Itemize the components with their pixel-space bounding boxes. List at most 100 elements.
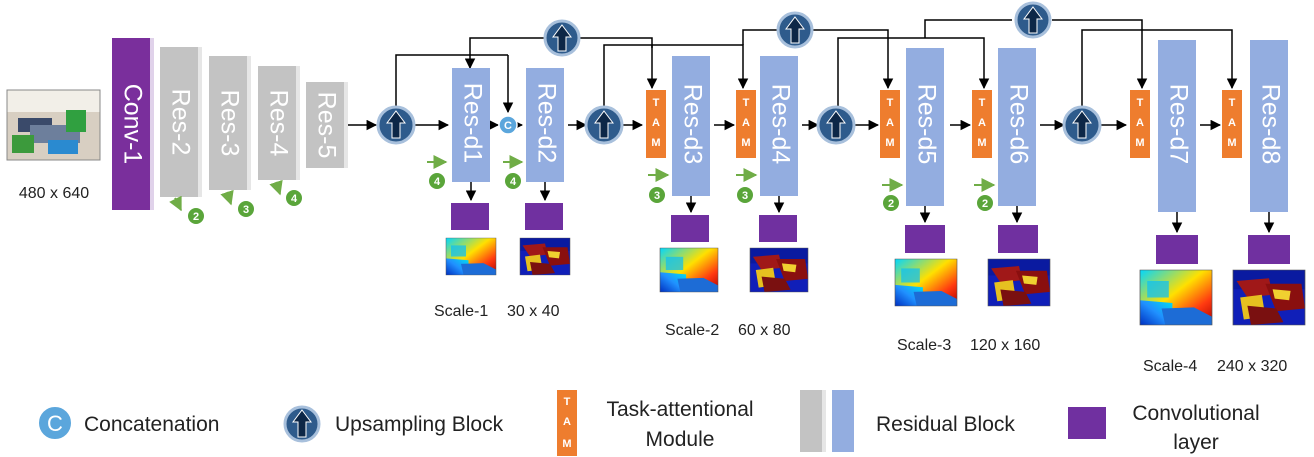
encoder-skip-3: 3 — [220, 189, 254, 217]
upsampling-block-1 — [376, 105, 416, 145]
scale-2-size: 60 x 80 — [738, 322, 791, 339]
encoder-res3-block — [209, 56, 247, 190]
decoder-res-d3-label: Res-d3 — [678, 84, 706, 165]
scale-4-size: 240 x 320 — [1217, 358, 1287, 375]
decoder-res-d5-label: Res-d5 — [912, 84, 940, 165]
depth-output-thumb — [659, 247, 719, 293]
legend-residual-icon — [800, 390, 854, 452]
svg-text:T: T — [979, 97, 986, 109]
scale-2-label: Scale-2 — [665, 322, 719, 339]
skip-badge — [286, 190, 302, 206]
decoder-res-d4: Res-d4 — [760, 56, 798, 196]
svg-text:3: 3 — [243, 204, 249, 216]
tam-module-2: T A M — [736, 90, 756, 158]
input-size-label: 480 x 640 — [19, 185, 89, 202]
svg-text:A: A — [742, 117, 750, 129]
concatenation-node: C — [498, 115, 518, 135]
upsampling-block-3 — [816, 105, 856, 145]
conv-layer — [451, 203, 489, 230]
legend-tam-label-line1: Task-attentional — [606, 398, 753, 421]
legend-upsampling-label: Upsampling Block — [335, 413, 504, 436]
conv1-block — [112, 38, 150, 210]
segmentation-output-thumb — [987, 258, 1051, 307]
tam-module-6: T A M — [1222, 90, 1242, 158]
svg-text:3: 3 — [742, 190, 748, 202]
svg-text:T: T — [1229, 97, 1236, 109]
upsampling-block-top-2 — [776, 11, 814, 49]
decoder-skip-d6: 2 — [974, 178, 996, 211]
legend-conv-label-line2: layer — [1173, 431, 1219, 454]
svg-text:T: T — [564, 396, 571, 408]
decoder-res-d6: Res-d6 — [998, 48, 1036, 206]
encoder-skip-2: 2 — [169, 195, 204, 224]
decoder-skip-d4: 3 — [736, 168, 758, 203]
svg-text:C: C — [47, 411, 63, 436]
svg-text:T: T — [653, 97, 660, 109]
legend-concatenation-label: Concatenation — [84, 413, 219, 436]
conv-layer — [759, 215, 797, 242]
legend-tam-icon: T A M — [557, 390, 577, 456]
depth-output-thumb — [894, 258, 958, 307]
decoder-res-d4-label: Res-d4 — [766, 84, 794, 165]
svg-text:A: A — [1228, 117, 1236, 129]
decoder-res-d1-label: Res-d1 — [458, 83, 486, 164]
encoder-res4-block — [258, 66, 296, 180]
svg-text:C: C — [504, 120, 512, 132]
svg-text:A: A — [886, 117, 894, 129]
legend-conv-layer-icon — [1068, 407, 1106, 439]
depth-output-thumb — [445, 237, 497, 276]
decoder-res-d8-label: Res-d8 — [1256, 84, 1284, 165]
upsampling-block-2 — [584, 105, 624, 145]
conv1-label: Conv-1 — [118, 84, 146, 165]
conv-layer — [1248, 235, 1290, 264]
legend-upsampling-icon — [283, 405, 321, 443]
conv-layer — [525, 203, 563, 230]
conv-layer — [998, 225, 1038, 253]
svg-text:M: M — [1135, 137, 1144, 149]
decoder-res-d6-label: Res-d6 — [1004, 84, 1032, 165]
svg-text:T: T — [887, 97, 894, 109]
decoder-skip-d3: 3 — [648, 168, 670, 203]
decoder-res-d5: Res-d5 — [906, 48, 944, 206]
legend-concatenation-icon: C — [37, 405, 73, 441]
encoder-res5-block — [306, 82, 344, 168]
svg-text:3: 3 — [654, 190, 660, 202]
conv-layer — [1156, 235, 1198, 264]
tam-module-1: T A M — [646, 90, 666, 158]
upsampling-connections — [395, 19, 1238, 114]
encoder-res3-label: Res-3 — [215, 90, 243, 157]
decoder-skip-d1: 4 — [427, 155, 448, 189]
decoder-res-d3: Res-d3 — [672, 56, 710, 196]
decoder-skip-d5: 2 — [882, 178, 904, 211]
decoder-res-d1: Res-d1 — [452, 68, 490, 182]
scale-1-size: 30 x 40 — [507, 303, 560, 320]
scale-3-size: 120 x 160 — [970, 337, 1040, 354]
encoder-res5-label: Res-5 — [312, 92, 340, 159]
upsampling-block-top-3 — [1014, 1, 1052, 39]
depth-output-thumb — [1139, 269, 1213, 326]
legend-conv-label-line1: Convolutional — [1132, 402, 1259, 425]
segmentation-output-thumb — [519, 237, 571, 276]
svg-text:A: A — [1136, 117, 1144, 129]
svg-text:M: M — [977, 137, 986, 149]
scale-4-label: Scale-4 — [1143, 358, 1197, 375]
input-image — [6, 89, 101, 161]
svg-text:T: T — [743, 97, 750, 109]
svg-text:A: A — [563, 416, 571, 428]
legend-tam-label-line2: Module — [646, 428, 715, 451]
svg-text:4: 4 — [434, 176, 441, 188]
svg-text:A: A — [652, 117, 660, 129]
encoder-res4-label: Res-4 — [264, 90, 292, 157]
tam-module-4: T A M — [972, 90, 992, 158]
skip-badge — [238, 201, 254, 217]
segmentation-output-thumb — [1232, 269, 1306, 326]
decoder-res-d7-label: Res-d7 — [1164, 84, 1192, 165]
svg-text:2: 2 — [193, 211, 199, 223]
svg-text:4: 4 — [510, 176, 517, 188]
segmentation-output-thumb — [749, 247, 809, 293]
svg-text:M: M — [885, 137, 894, 149]
svg-text:A: A — [978, 117, 986, 129]
svg-text:M: M — [741, 137, 750, 149]
output-arrows — [465, 182, 1275, 234]
